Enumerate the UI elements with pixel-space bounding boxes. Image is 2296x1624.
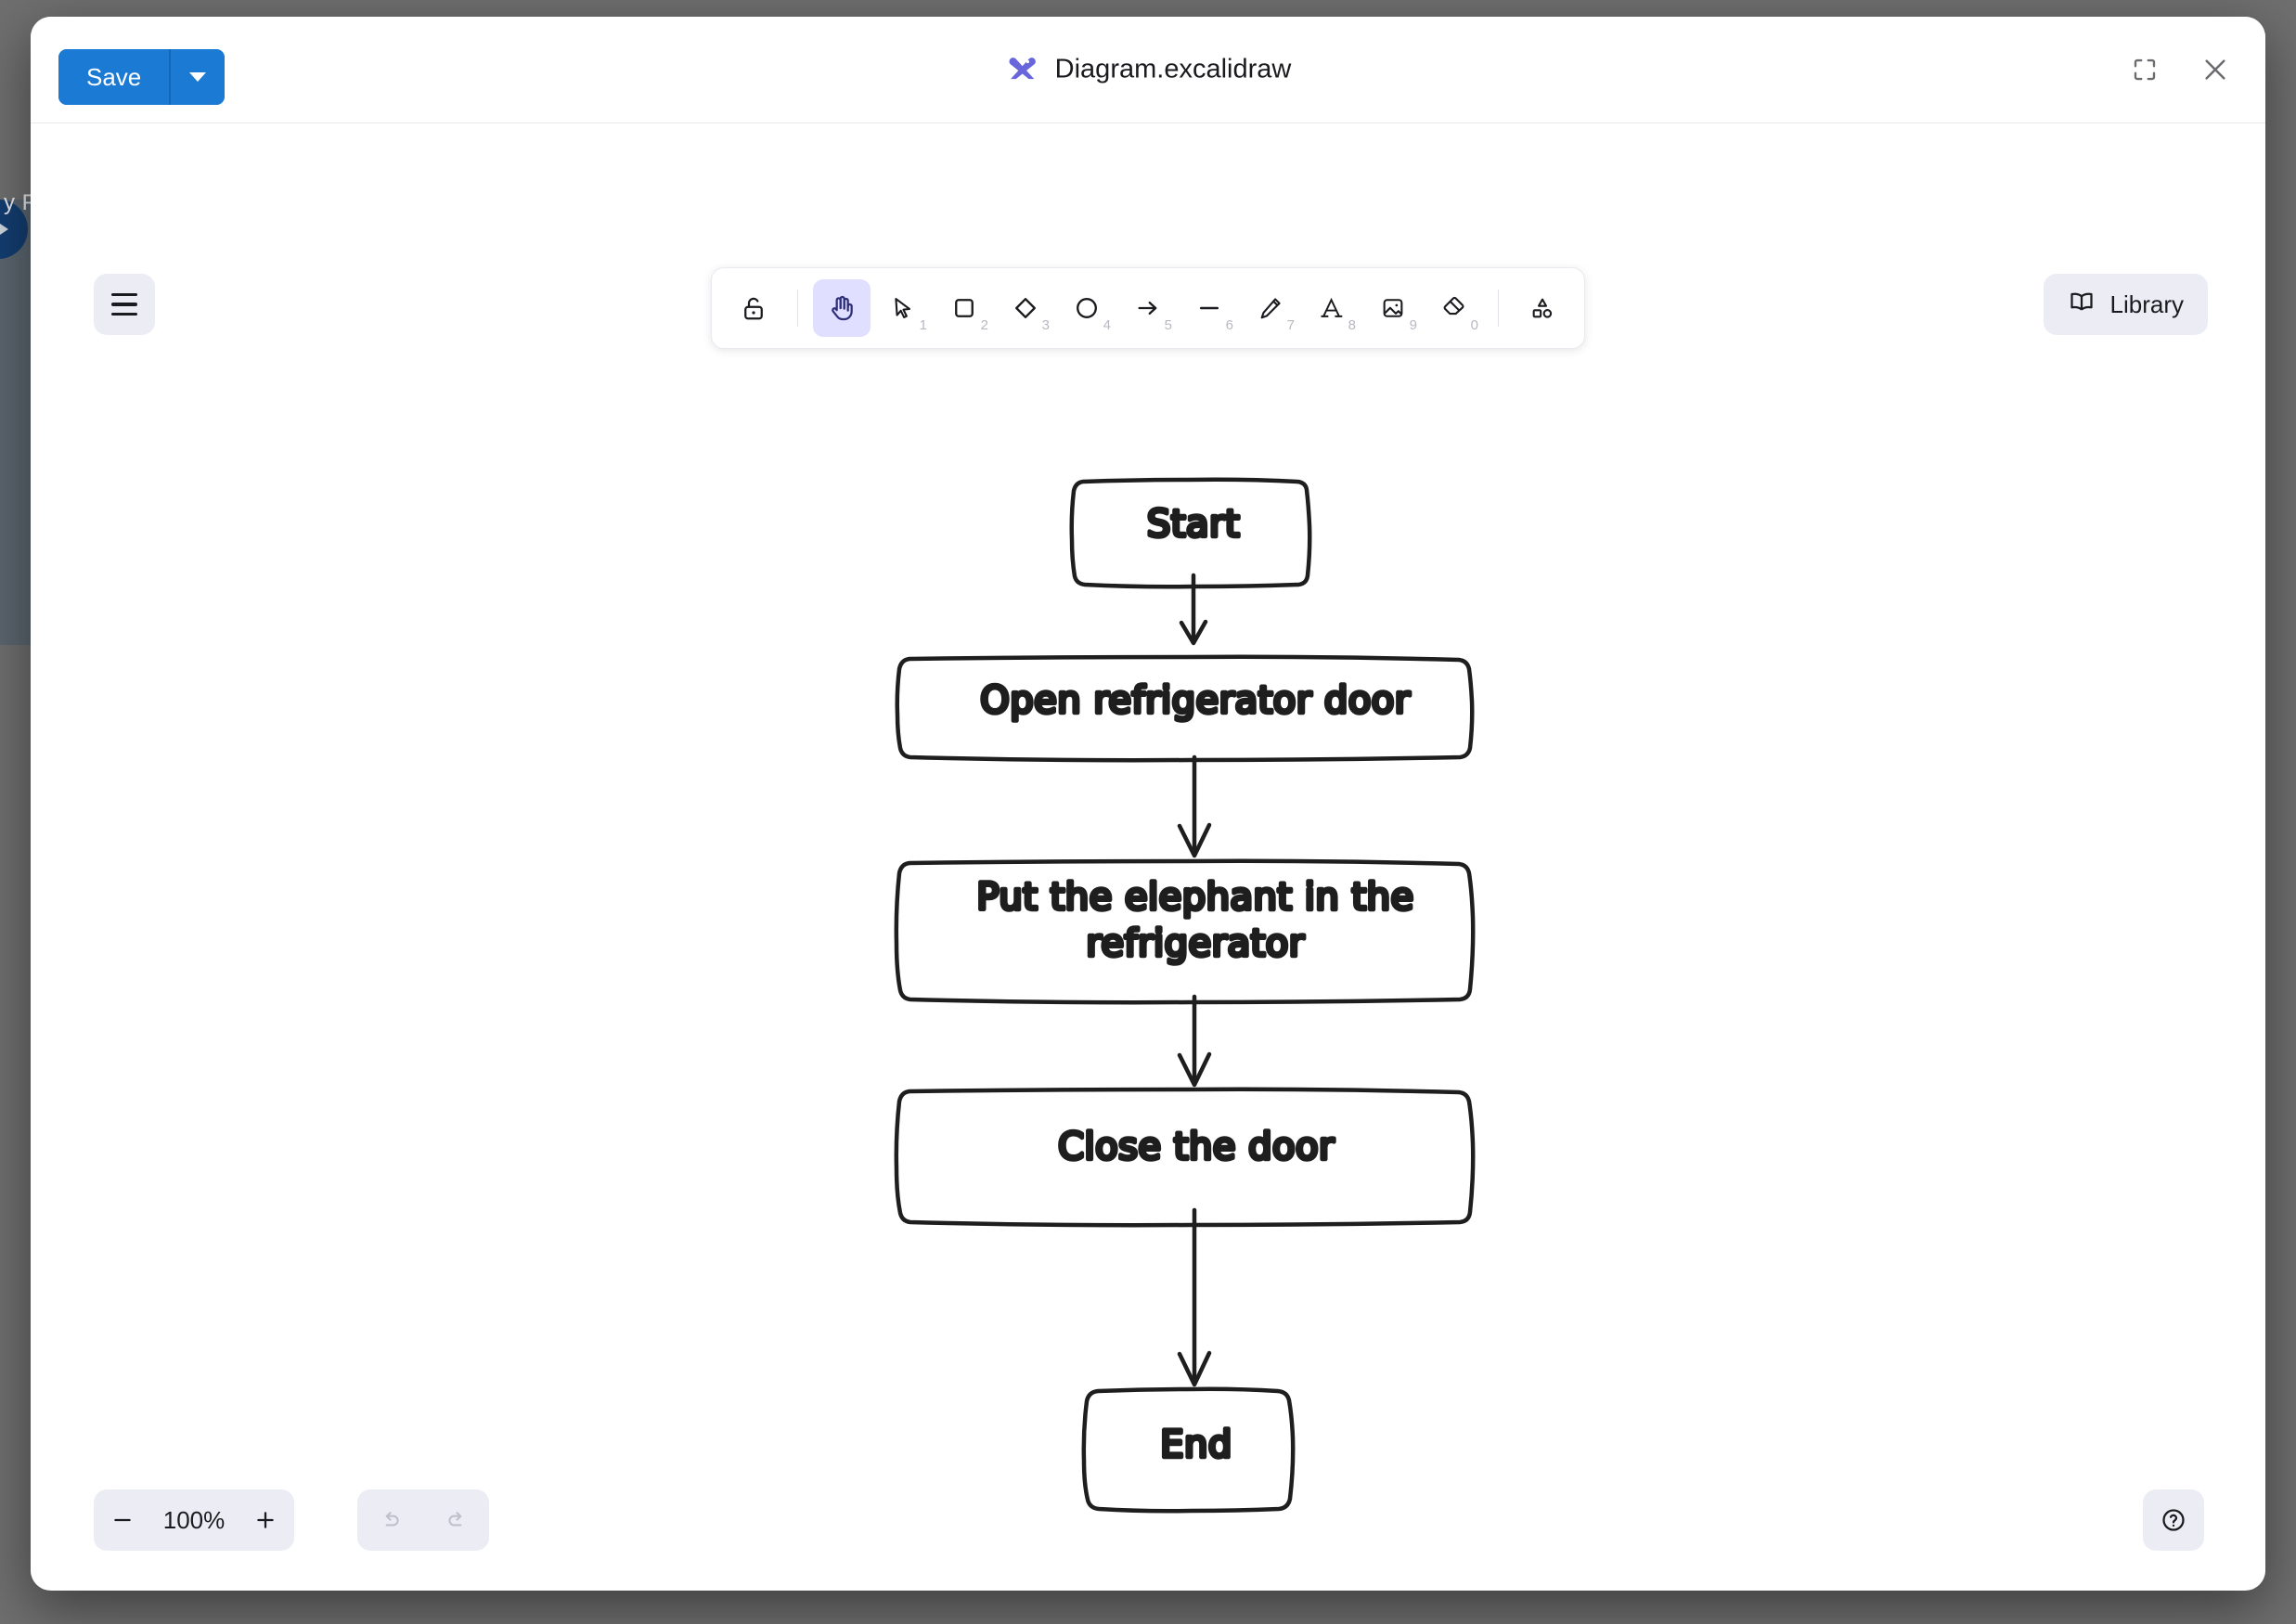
flow-node-put (894, 858, 1476, 1005)
zoom-in-button[interactable] (237, 1489, 294, 1551)
window-controls (2126, 51, 2234, 88)
tool-line[interactable]: 6 (1180, 279, 1238, 337)
flow-node-label-close: Close the door (1058, 1126, 1335, 1168)
tool-arrow[interactable]: 5 (1119, 279, 1177, 337)
tool-draw[interactable]: 7 (1242, 279, 1299, 337)
tool-eraser[interactable]: 0 (1425, 279, 1483, 337)
toolbar-divider-1 (797, 290, 798, 327)
window-title-group: Diagram.excalidraw (1005, 50, 1292, 90)
tool-shortcut: 4 (1103, 317, 1111, 333)
excalidraw-app: Start Open refrigerator door (31, 123, 2265, 1590)
flow-node-end (1081, 1386, 1296, 1514)
tool-text[interactable]: 8 (1303, 279, 1361, 337)
flow-edge-close-end (1177, 1207, 1212, 1387)
help-button[interactable] (2143, 1489, 2204, 1551)
save-dropdown-button[interactable] (171, 49, 226, 105)
save-button[interactable]: Save (58, 49, 170, 105)
save-divider (169, 49, 172, 105)
tool-shortcut: 7 (1286, 317, 1295, 333)
history-island (357, 1489, 489, 1551)
tool-selection[interactable]: 1 (874, 279, 932, 337)
undo-button[interactable] (364, 1491, 418, 1549)
library-button[interactable]: Library (2043, 274, 2208, 335)
redo-button[interactable] (430, 1491, 484, 1549)
window-titlebar: Save Diagram.excalidraw (31, 17, 2265, 123)
flow-edge-put-close (1177, 994, 1212, 1088)
tool-hand[interactable] (813, 279, 871, 337)
flow-node-open (895, 654, 1475, 763)
tool-shapes[interactable] (1514, 279, 1571, 337)
close-button[interactable] (2197, 51, 2234, 88)
zoom-island: 100% (94, 1489, 294, 1551)
library-label: Library (2109, 290, 2184, 318)
tool-shortcut: 5 (1164, 317, 1172, 333)
tool-shortcut: 2 (980, 317, 988, 333)
tool-ellipse[interactable]: 4 (1058, 279, 1116, 337)
tool-diamond[interactable]: 3 (997, 279, 1054, 337)
excalidraw-logo-icon (1005, 50, 1040, 90)
excalidraw-window: Save Diagram.excalidraw (31, 17, 2265, 1591)
book-icon (2068, 288, 2096, 322)
fullscreen-button[interactable] (2126, 51, 2163, 88)
flow-node-label-put-2: refrigerator (1086, 922, 1304, 965)
flow-node-close (894, 1087, 1476, 1228)
backdrop-partial-text: y F (4, 190, 36, 215)
flowchart-svg: Start Open refrigerator door (894, 477, 1476, 1514)
tool-island: 1 2 3 4 (711, 267, 1585, 349)
zoom-level-value[interactable]: 100% (162, 1505, 226, 1534)
tool-shortcut: 8 (1348, 317, 1356, 333)
drawing-canvas[interactable]: Start Open refrigerator door (31, 123, 2265, 1590)
flow-node-label-start: Start (1147, 503, 1240, 546)
chevron-down-icon (189, 72, 207, 82)
hamburger-menu-button[interactable] (94, 274, 155, 335)
flow-node-label-end: End (1160, 1424, 1232, 1466)
tool-shortcut: 1 (919, 317, 927, 333)
tool-lock[interactable] (725, 279, 782, 337)
tool-shortcut: 9 (1409, 317, 1417, 333)
tool-rectangle[interactable]: 2 (935, 279, 993, 337)
flow-node-label-put-1: Put the elephant in the (976, 876, 1413, 919)
zoom-out-button[interactable] (94, 1489, 151, 1551)
tool-image[interactable]: 9 (1364, 279, 1422, 337)
flow-edge-open-put (1177, 754, 1212, 858)
save-button-group[interactable]: Save (58, 49, 226, 105)
tool-shortcut: 3 (1041, 317, 1050, 333)
flow-edge-start-open (1179, 573, 1208, 646)
tool-shortcut: 0 (1470, 317, 1478, 333)
flow-node-label-open: Open refrigerator door (980, 679, 1410, 722)
toolbar-divider-2 (1498, 290, 1499, 327)
tool-shortcut: 6 (1225, 317, 1233, 333)
window-title: Diagram.excalidraw (1054, 54, 1292, 84)
flow-node-start (1069, 477, 1312, 589)
hamburger-menu-icon (111, 292, 137, 316)
